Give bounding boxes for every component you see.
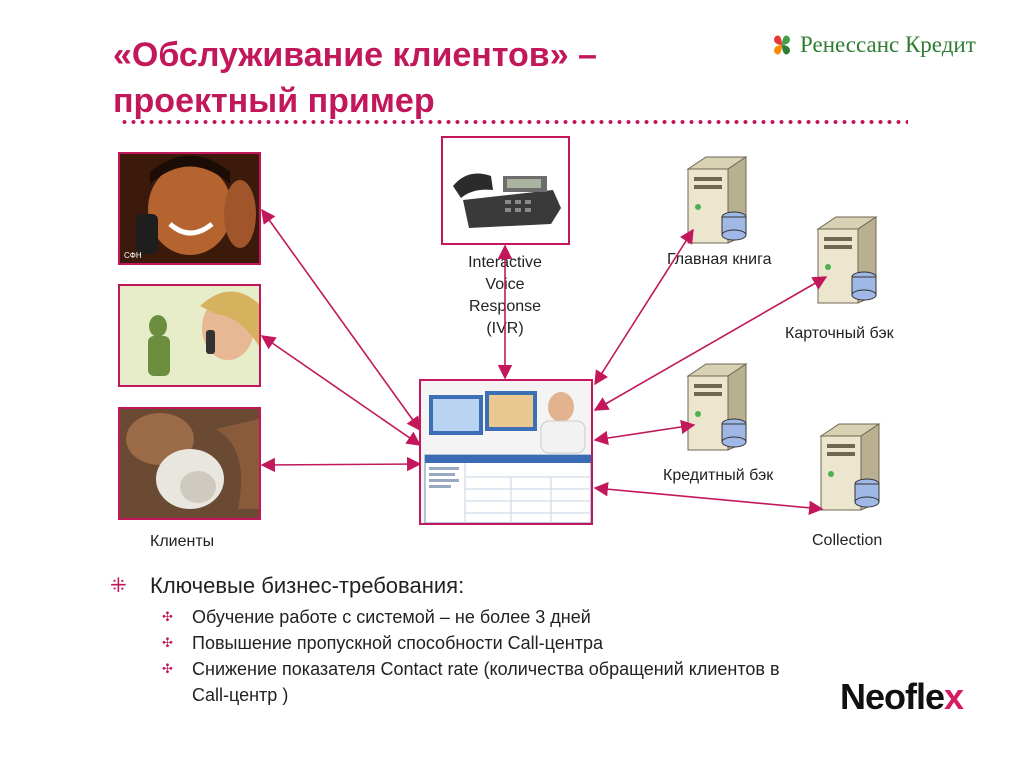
- slide-title-line-2: проектный пример: [113, 82, 435, 120]
- neoflex-logo-main: Neofle: [840, 676, 945, 717]
- bullet-icon: ✣: [162, 635, 173, 650]
- slide-title-line-1: «Обслуживание клиентов» –: [113, 36, 597, 74]
- server-icon: [816, 216, 878, 304]
- ivr-phone-image: [441, 136, 570, 245]
- requirements-list: ⁜ Ключевые бизнес-требования: ✣ Обучение…: [110, 572, 830, 708]
- bullet-icon: ✣: [162, 661, 173, 676]
- requirement-item: ✣ Обучение работе с системой – не более …: [162, 604, 830, 630]
- neoflex-logo: Neoflex: [840, 676, 964, 718]
- arrow-system-collection: [593, 482, 824, 515]
- slide-title: «Обслуживание клиентов» – проектный прим…: [113, 32, 597, 124]
- requirements-heading-item: ⁜ Ключевые бизнес-требования:: [110, 572, 830, 600]
- renaissance-credit-logo-text: Ренессанс Кредит: [800, 32, 976, 57]
- dotted-divider: [120, 118, 908, 126]
- requirement-item: ✣ Снижение показателя Contact rate (коли…: [162, 656, 802, 708]
- neoflex-logo-accent: x: [944, 676, 964, 717]
- call-center-system-image: [419, 379, 593, 525]
- requirement-text: Снижение показателя Contact rate (количе…: [192, 659, 780, 705]
- arrow-client3-system: [260, 456, 422, 473]
- client-photo-3: [118, 407, 261, 520]
- arrow-client2-system: [260, 335, 422, 446]
- requirement-item: ✣ Повышение пропускной способности Call-…: [162, 630, 830, 656]
- arrow-client1-system: [261, 208, 421, 432]
- photo-caption: СФН: [124, 251, 142, 260]
- server-label-credit-backend: Кредитный бэк: [663, 467, 774, 484]
- renaissance-credit-logo: Ренессанс Кредит: [770, 30, 976, 60]
- bullet-icon: ✣: [162, 609, 173, 624]
- arrow-system-card-backend: [593, 276, 828, 411]
- arrow-system-credit-backend: [593, 419, 696, 446]
- client-photo-2: [118, 284, 261, 387]
- server-icon: [819, 423, 881, 511]
- bullet-icon: ⁜: [110, 575, 127, 597]
- client-photo-1: СФН: [118, 152, 261, 265]
- clients-label: Клиенты: [150, 533, 215, 550]
- arrow-system-general-ledger: [594, 228, 694, 386]
- requirement-text: Обучение работе с системой – не более 3 …: [192, 607, 591, 627]
- requirements-heading: Ключевые бизнес-требования:: [150, 573, 465, 598]
- server-label-collection: Collection: [812, 532, 883, 549]
- requirement-text: Повышение пропускной способности Call-це…: [192, 633, 603, 653]
- clover-icon: [774, 35, 790, 55]
- server-icon: [686, 156, 748, 244]
